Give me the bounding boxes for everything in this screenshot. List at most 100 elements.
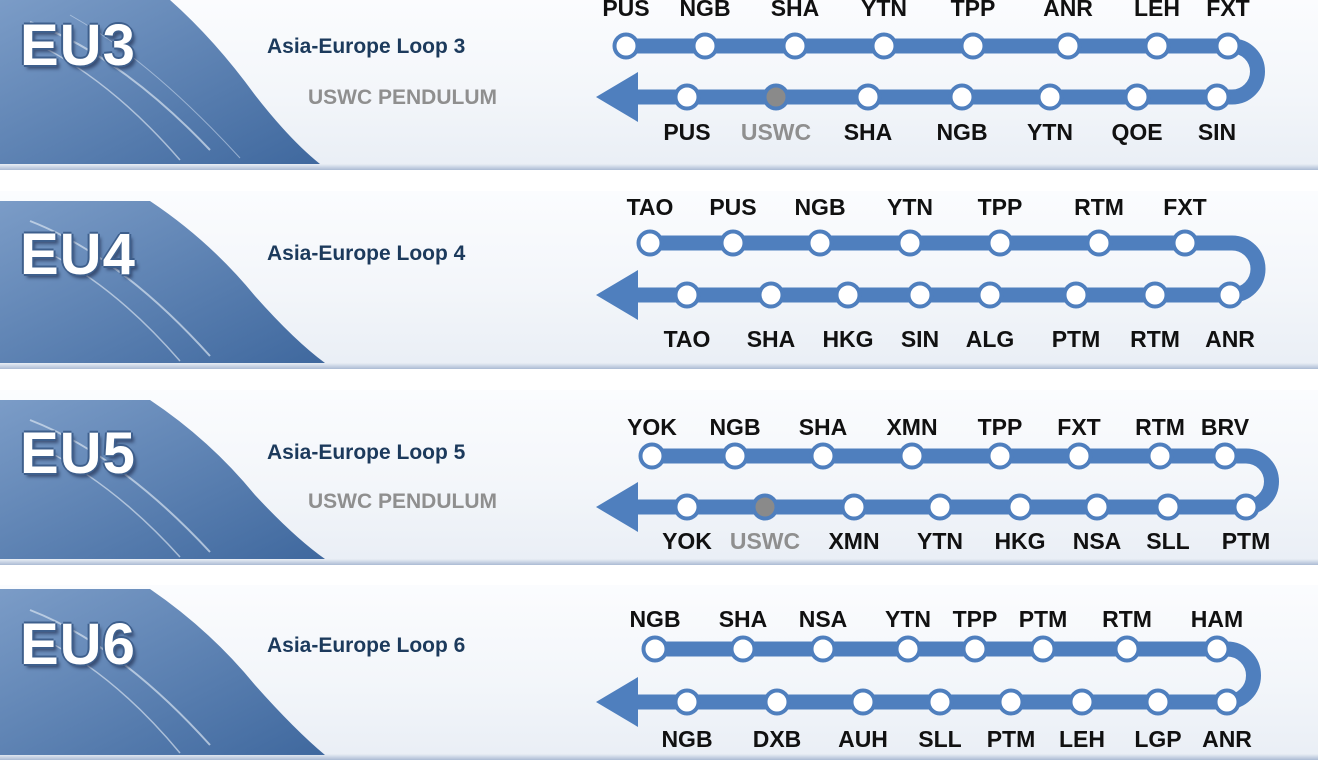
port-label: TPP <box>951 0 996 21</box>
port-stop-outbound <box>1146 442 1174 470</box>
port-stop-outbound <box>809 635 837 663</box>
port-stop-outbound <box>806 229 834 257</box>
port-stop-outbound <box>1214 32 1242 60</box>
port-label: NGB <box>679 0 730 21</box>
port-label: YOK <box>627 414 677 440</box>
port-stop-outbound <box>1113 635 1141 663</box>
port-stop-return <box>926 688 954 716</box>
port-label: QOE <box>1111 119 1162 145</box>
route-arrow-head <box>596 270 638 320</box>
port-stop-outbound <box>1054 32 1082 60</box>
port-stop-return <box>1062 281 1090 309</box>
port-stop-outbound <box>691 32 719 60</box>
port-label: NSA <box>1073 528 1122 554</box>
port-stop-return <box>1213 688 1241 716</box>
port-label: SHA <box>799 414 848 440</box>
port-label: LGP <box>1134 726 1181 752</box>
port-stop-return <box>849 688 877 716</box>
port-stop-return <box>673 281 701 309</box>
port-stop-return <box>1083 493 1111 521</box>
port-stop-return <box>976 281 1004 309</box>
port-stop-return <box>1141 281 1169 309</box>
port-stop-return <box>673 493 701 521</box>
loop-title: Asia-Europe Loop 4 <box>267 242 466 265</box>
port-stop-outbound <box>986 442 1014 470</box>
port-stop-return <box>1068 688 1096 716</box>
brush-decoration <box>0 201 325 363</box>
loop-panel-eu5: EU5 Asia-Europe Loop 5 USWC PENDULUM YOK… <box>0 390 1318 565</box>
port-stop-outbound <box>1211 442 1239 470</box>
port-stop-outbound <box>959 32 987 60</box>
port-label: NGB <box>709 414 760 440</box>
port-label: YOK <box>662 528 712 554</box>
port-label: USWC <box>741 119 811 145</box>
port-stop-outbound <box>612 32 640 60</box>
port-label: TAO <box>627 194 674 220</box>
pendulum-stop <box>762 83 790 111</box>
port-stop-return <box>1123 83 1151 111</box>
port-label: ANR <box>1205 326 1255 352</box>
port-label: PTM <box>1222 528 1271 554</box>
port-label: ANR <box>1043 0 1093 21</box>
pendulum-stop <box>751 493 779 521</box>
port-stop-return <box>997 688 1025 716</box>
brush-decoration <box>0 400 325 559</box>
loop-panel-eu3: EU3 Asia-Europe Loop 3 USWC PENDULUM PUS… <box>0 0 1318 170</box>
port-stop-outbound <box>1143 32 1171 60</box>
port-label: YTN <box>917 528 963 554</box>
port-label: USWC <box>730 528 800 554</box>
port-stop-outbound <box>1029 635 1057 663</box>
port-label: TPP <box>978 414 1023 440</box>
port-stop-outbound <box>1085 229 1113 257</box>
port-stop-outbound <box>719 229 747 257</box>
port-stop-outbound <box>986 229 1014 257</box>
port-label: XMN <box>886 414 937 440</box>
port-label: NSA <box>799 606 848 632</box>
port-stop-outbound <box>809 442 837 470</box>
port-label: SHA <box>771 0 820 21</box>
port-stop-outbound <box>641 635 669 663</box>
port-label: FXT <box>1163 194 1206 220</box>
port-label: NGB <box>936 119 987 145</box>
port-label: SHA <box>747 326 796 352</box>
port-label: AUH <box>838 726 888 752</box>
loop-code: EU4 <box>20 222 136 287</box>
port-label: DXB <box>753 726 802 752</box>
port-label: TPP <box>978 194 1023 220</box>
port-label: FXT <box>1057 414 1100 440</box>
port-stop-return <box>1203 83 1231 111</box>
port-label: NGB <box>661 726 712 752</box>
port-label: LEH <box>1134 0 1180 21</box>
port-label: YTN <box>887 194 933 220</box>
port-label: SLL <box>918 726 961 752</box>
route-arrow-head <box>596 72 638 122</box>
port-label: FXT <box>1206 0 1249 21</box>
port-label: NGB <box>629 606 680 632</box>
port-stop-return <box>1006 493 1034 521</box>
port-label: HKG <box>822 326 873 352</box>
port-stop-return <box>1154 493 1182 521</box>
port-label: SHA <box>844 119 893 145</box>
port-label: HKG <box>994 528 1045 554</box>
port-stop-outbound <box>638 442 666 470</box>
port-label: ALG <box>966 326 1015 352</box>
port-stop-return <box>673 688 701 716</box>
route-arrow-head <box>596 677 638 727</box>
port-stop-outbound <box>1203 635 1231 663</box>
port-stop-return <box>1232 493 1260 521</box>
port-stop-return <box>948 83 976 111</box>
loop-code: EU5 <box>20 421 136 486</box>
port-stop-outbound <box>729 635 757 663</box>
port-stop-outbound <box>636 229 664 257</box>
port-label: RTM <box>1102 606 1152 632</box>
port-stop-outbound <box>896 229 924 257</box>
port-stop-outbound <box>898 442 926 470</box>
port-stop-return <box>854 83 882 111</box>
port-label: PUS <box>709 194 756 220</box>
brush-decoration <box>0 0 320 164</box>
